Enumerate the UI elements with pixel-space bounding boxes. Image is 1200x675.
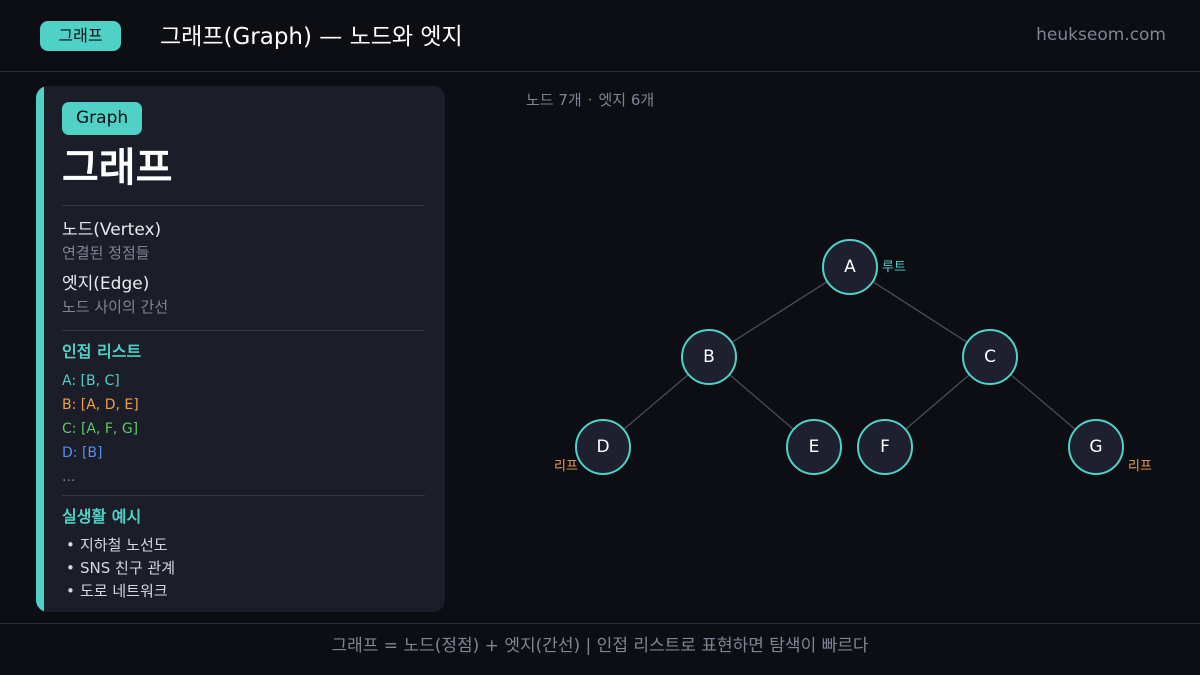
- edge-c-f: [905, 374, 970, 430]
- edge-b-d: [623, 373, 689, 431]
- definition-desc: 연결된 정점들: [62, 244, 150, 262]
- node-circle[interactable]: [962, 329, 1018, 385]
- graph-count: 노드 7개 · 엣지 6개: [526, 89, 654, 111]
- page-title: 그래프(Graph) — 노드와 엣지: [160, 24, 463, 50]
- node-label: G: [1089, 437, 1102, 457]
- edge-a-c: [872, 281, 968, 343]
- node-d[interactable]: D: [575, 419, 631, 475]
- leaf-label-g: 리프: [1128, 459, 1152, 474]
- section-title: 실생활 예시: [62, 507, 142, 526]
- node-circle[interactable]: [681, 329, 737, 385]
- english-label-badge: Graph: [62, 102, 143, 135]
- bullet-icon: •: [66, 536, 75, 554]
- graph-nodes: A B C D E F G: [575, 239, 1124, 475]
- definitions: 노드(Vertex) 연결된 정점들 엣지(Edge) 노드 사이의 간선: [62, 206, 425, 331]
- node-c[interactable]: C: [962, 329, 1018, 385]
- definition-desc: 노드 사이의 간선: [62, 298, 169, 316]
- examples-section: 실생활 예시 • 지하철 노선도 • SNS 친구 관계 • 도로 네트워크: [62, 496, 425, 603]
- footer-summary: 그래프 = 노드(정점) + 엣지(간선) | 인접 리스트로 표현하면 탐색이…: [0, 623, 1200, 675]
- adjacency-list-section: 인접 리스트 A: [B, C] B: [A, D, E] C: [A, F, …: [62, 331, 425, 496]
- card-accent-bar: [36, 86, 44, 612]
- edge-a-b: [731, 280, 828, 344]
- definition-term: 엣지(Edge): [62, 274, 150, 294]
- node-e[interactable]: E: [786, 419, 842, 475]
- node-f[interactable]: F: [857, 419, 913, 475]
- node-circle[interactable]: [1068, 419, 1124, 475]
- list-item: • 도로 네트워크: [62, 580, 425, 603]
- node-circle[interactable]: [575, 419, 631, 475]
- node-label: F: [880, 437, 890, 457]
- adjacency-item: B: [A, D, E]: [62, 397, 139, 413]
- list-item: • SNS 친구 관계: [62, 557, 425, 580]
- node-b[interactable]: B: [681, 329, 737, 385]
- site-url[interactable]: heukseom.com: [1036, 25, 1166, 45]
- bullet-icon: •: [66, 582, 75, 600]
- leaf-label-d: 리프: [554, 459, 578, 474]
- info-card: Graph 그래프 노드(Vertex) 연결된 정점들 엣지(Edge) 노드…: [36, 86, 445, 612]
- graph-edges: [623, 280, 1076, 431]
- example-text: SNS 친구 관계: [80, 559, 176, 577]
- node-circle[interactable]: [822, 239, 878, 295]
- adjacency-item: ...: [62, 469, 76, 485]
- tree-graph: A B C D E F G 루트 리프 리프: [554, 239, 1152, 475]
- node-g[interactable]: G: [1068, 419, 1124, 475]
- example-text: 지하철 노선도: [80, 536, 168, 554]
- definition-term: 노드(Vertex): [62, 220, 162, 240]
- header: 그래프 그래프(Graph) — 노드와 엣지 heukseom.com: [0, 0, 1200, 72]
- node-label: D: [596, 437, 609, 457]
- node-label: B: [703, 347, 715, 367]
- category-tag: 그래프: [40, 21, 121, 51]
- edge-count: 엣지 6개: [598, 91, 655, 109]
- example-text: 도로 네트워크: [80, 582, 168, 600]
- edge-b-e: [729, 374, 794, 430]
- edge-c-g: [1010, 373, 1076, 431]
- node-label: A: [844, 257, 856, 277]
- examples-list: • 지하철 노선도 • SNS 친구 관계 • 도로 네트워크: [62, 534, 425, 603]
- node-circle[interactable]: [786, 419, 842, 475]
- node-label: C: [984, 347, 996, 367]
- bullet-icon: •: [66, 559, 75, 577]
- adjacency-item: D: [B]: [62, 445, 103, 461]
- section-title: 인접 리스트: [62, 342, 142, 361]
- node-label: E: [809, 437, 820, 457]
- list-item: • 지하철 노선도: [62, 534, 425, 557]
- card-content: Graph 그래프 노드(Vertex) 연결된 정점들 엣지(Edge) 노드…: [62, 102, 425, 603]
- adjacency-item: C: [A, F, G]: [62, 421, 139, 437]
- count-separator: ·: [587, 91, 593, 109]
- adjacency-item: A: [B, C]: [62, 373, 120, 389]
- root-label: 루트: [882, 260, 906, 275]
- node-a[interactable]: A: [822, 239, 878, 295]
- node-circle[interactable]: [857, 419, 913, 475]
- node-count: 노드 7개: [526, 91, 582, 109]
- card-title: 그래프: [62, 143, 425, 206]
